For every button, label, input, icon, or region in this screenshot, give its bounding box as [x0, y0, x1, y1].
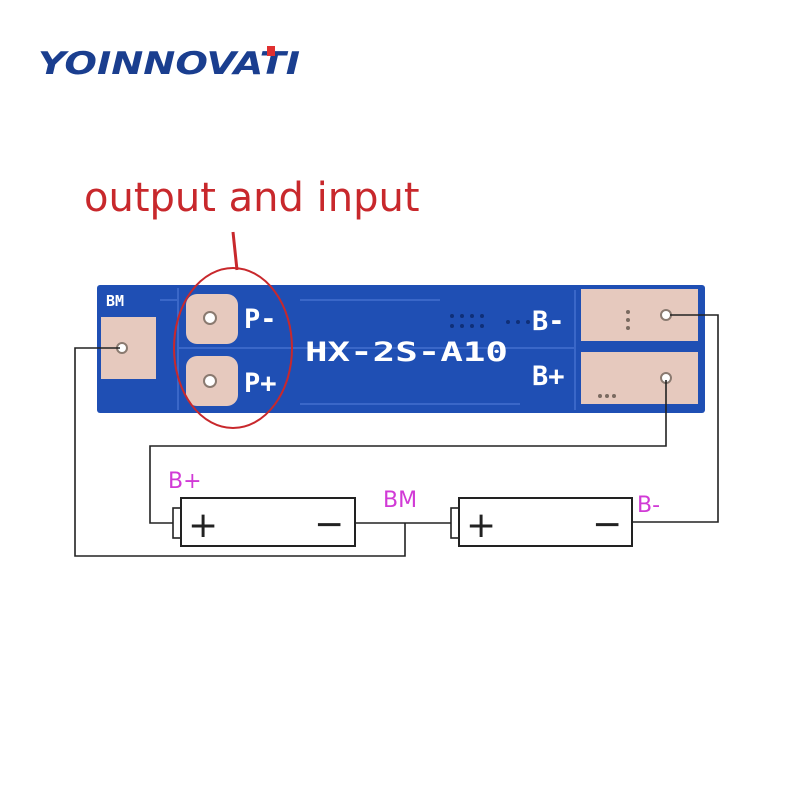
battery-cell-2: + − — [450, 497, 633, 547]
wire-label-bm: BM — [383, 488, 417, 513]
pcb-label-p-plus: P+ — [244, 368, 277, 399]
annotation-arrow-line — [231, 231, 239, 271]
brand-logo-text: YOINNOVATI — [38, 46, 300, 82]
wiring — [74, 314, 719, 557]
pad-b-plus-vias — [598, 394, 616, 398]
annotation-label: output and input — [84, 175, 420, 221]
battery-cell-1-positive-symbol: + — [188, 505, 218, 546]
pcb-label-b-plus: B+ — [532, 361, 565, 392]
pad-p-minus-via — [203, 311, 217, 325]
battery-cell-2-body — [458, 497, 633, 547]
wire-label-b-plus: B+ — [168, 469, 202, 494]
pad-b-minus-vias — [626, 310, 630, 330]
battery-cell-1: + − — [172, 497, 356, 547]
wire-label-b-minus: B- — [637, 493, 660, 518]
wire-b-plus — [149, 380, 667, 524]
battery-cell-1-terminal — [172, 507, 182, 539]
pad-b-minus-via — [660, 309, 672, 321]
pcb-label-b-minus: B- — [532, 306, 565, 337]
battery-cell-2-negative-symbol: − — [592, 504, 622, 545]
pcb-label-bm: BM — [106, 292, 124, 310]
pcb-board: BM P- P+ HX-2S-A10 B- B+ — [97, 285, 705, 413]
pcb-model-label: HX-2S-A10 — [305, 337, 508, 368]
annotation-highlight-ellipse — [173, 267, 293, 429]
battery-cell-2-terminal — [450, 507, 460, 539]
brand-logo: YOINNOVATI — [38, 46, 300, 82]
battery-cell-1-body — [180, 497, 356, 547]
pad-p-plus-via — [203, 374, 217, 388]
battery-cell-2-positive-symbol: + — [466, 505, 496, 546]
battery-cell-1-negative-symbol: − — [314, 504, 344, 545]
wire-bm — [74, 347, 406, 557]
pcb-component-dots — [450, 314, 530, 328]
pcb-label-p-minus: P- — [244, 304, 277, 335]
brand-logo-accent-mark — [267, 46, 275, 56]
wire-b-minus — [632, 314, 719, 523]
